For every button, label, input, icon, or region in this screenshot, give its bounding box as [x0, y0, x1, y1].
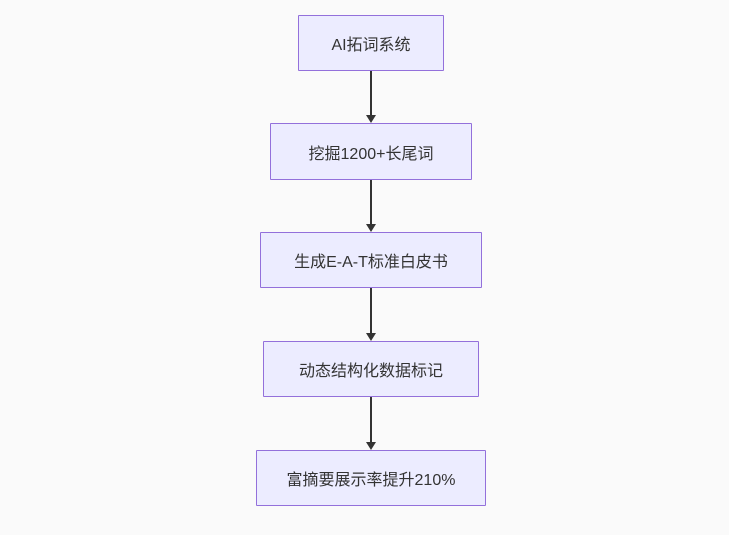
flow-node-mine-longtail-keywords: 挖掘1200+长尾词 [270, 123, 472, 180]
flow-node-label: 动态结构化数据标记 [298, 363, 443, 380]
arrow-down-icon [366, 397, 376, 450]
flow-node-dynamic-structured-data-markup: 动态结构化数据标记 [263, 341, 479, 397]
flow-node-label: 富摘要展示率提升210% [286, 472, 456, 489]
flow-node-generate-eat-whitepaper: 生成E-A-T标准白皮书 [260, 232, 482, 288]
arrow-down-icon [366, 180, 376, 232]
arrow-down-icon [366, 71, 376, 123]
flow-node-rich-snippet-rate-increase: 富摘要展示率提升210% [256, 450, 486, 506]
flow-node-ai-word-expansion-system: AI拓词系统 [298, 15, 444, 71]
flow-node-label: 生成E-A-T标准白皮书 [294, 254, 448, 271]
flow-node-label: 挖掘1200+长尾词 [308, 145, 434, 163]
arrow-down-icon [366, 288, 376, 341]
flow-node-label: AI拓词系统 [331, 37, 411, 54]
